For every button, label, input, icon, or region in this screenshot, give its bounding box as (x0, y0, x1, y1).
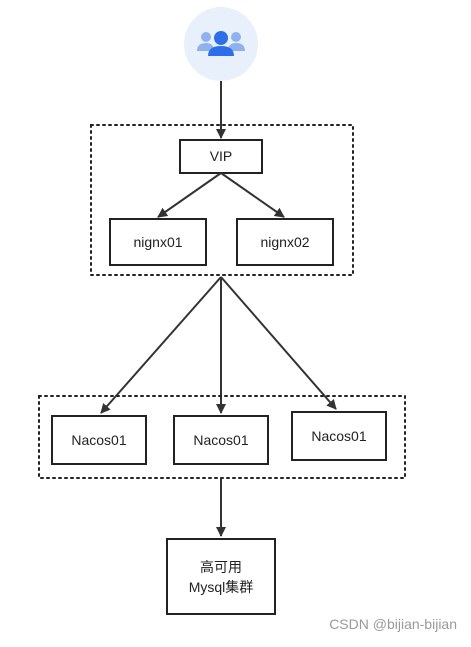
load-balancer-group (90, 124, 354, 276)
nginx-node-1: nignx01 (109, 218, 207, 266)
nginx-node-2: nignx02 (236, 218, 334, 266)
nacos-node-2: Nacos01 (173, 415, 269, 465)
nacos-node-3-label: Nacos01 (311, 428, 366, 444)
edge-lb-to-nacos-3 (220, 276, 337, 410)
edge-vip-to-nginx01 (157, 172, 222, 218)
edge-lb-to-nacos-1 (100, 276, 222, 414)
mysql-cluster-line2: Mysql集群 (189, 579, 254, 595)
csdn-watermark: CSDN @bijian-bijian (329, 616, 457, 632)
nacos-node-2-label: Nacos01 (193, 432, 248, 448)
vip-node: VIP (179, 139, 263, 174)
mysql-cluster-node: 高可用 Mysql集群 (166, 538, 276, 615)
nginx-node-2-label: nignx02 (260, 234, 309, 250)
nginx-node-1-label: nignx01 (133, 234, 182, 250)
users-icon (184, 7, 258, 81)
mysql-cluster-line1: 高可用 (200, 559, 242, 575)
nacos-node-1: Nacos01 (51, 415, 147, 465)
nacos-node-1-label: Nacos01 (71, 432, 126, 448)
nacos-node-3: Nacos01 (291, 411, 387, 461)
vip-label: VIP (210, 148, 233, 164)
edge-vip-to-nginx02 (220, 172, 285, 218)
